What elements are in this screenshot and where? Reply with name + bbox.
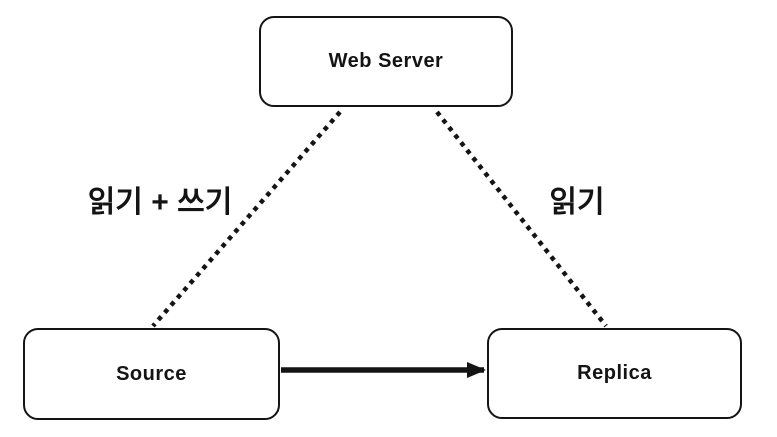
edge-web-to-source-dotted — [151, 110, 342, 328]
edge-web-to-replica-dotted — [435, 110, 608, 328]
node-web-server: Web Server — [259, 16, 513, 107]
replica-label: Replica — [577, 362, 652, 384]
node-replica: Replica — [487, 328, 742, 419]
edge-label-read-write: 읽기 + 쓰기 — [87, 186, 233, 219]
node-source: Source — [23, 328, 280, 420]
web-server-label: Web Server — [328, 50, 444, 72]
edge-label-read: 읽기 — [549, 186, 605, 219]
source-label: Source — [116, 362, 187, 385]
